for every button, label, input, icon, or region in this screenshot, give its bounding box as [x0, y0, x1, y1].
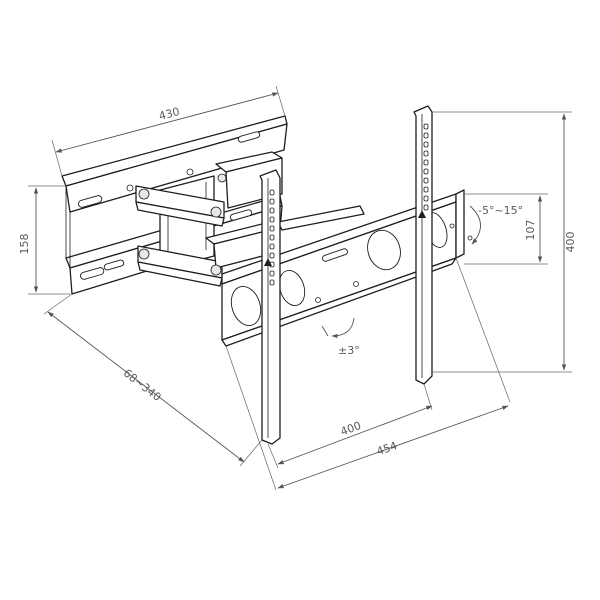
- pivot-bolt: [210, 206, 222, 218]
- wall-plate-hole: [126, 184, 134, 192]
- rail-hole: [423, 204, 429, 211]
- dimension-454: 454: [225, 257, 511, 491]
- beam-hole: [315, 297, 321, 303]
- pivot-bolt: [217, 173, 227, 183]
- rail-hole: [269, 189, 275, 196]
- dimension-400-vertical: 400: [432, 111, 577, 373]
- wall-plate-slot: [103, 259, 125, 271]
- pivot-bolt: [138, 248, 150, 260]
- beam-hole: [467, 235, 473, 241]
- tilt-angle-label: -5°~15°: [478, 204, 523, 217]
- rail-hole: [423, 195, 429, 202]
- beam-hole: [449, 223, 455, 229]
- tilt-end-plate: [455, 189, 465, 259]
- wall-plate-hole: [186, 168, 194, 176]
- dimension-label-158: 158: [18, 234, 31, 255]
- lower-arm-side: [137, 261, 223, 287]
- dimension-label-107: 107: [524, 220, 537, 241]
- rail-hole: [269, 243, 275, 250]
- rail-hole: [269, 234, 275, 241]
- left-rail-holes: [269, 189, 275, 286]
- upper-arm-side: [135, 201, 225, 227]
- wall-plate-slot: [229, 209, 253, 221]
- rail-hole: [269, 252, 275, 259]
- swivel-angle-label: ±3°: [338, 344, 360, 357]
- rail-hole: [423, 168, 429, 175]
- rail-hole: [423, 186, 429, 193]
- rail-hole: [423, 141, 429, 148]
- wall-plate-slot: [78, 195, 103, 208]
- level-marker: [264, 258, 272, 266]
- rail-hole: [269, 270, 275, 277]
- rail-hole: [269, 279, 275, 286]
- rail-hole: [423, 150, 429, 157]
- rail-hole: [269, 198, 275, 205]
- dimension-label-430: 430: [157, 105, 181, 123]
- pivot-bolt: [210, 264, 222, 276]
- pivot-bolt: [138, 188, 150, 200]
- rail-hole: [269, 225, 275, 232]
- left-vertical-rail: [259, 169, 281, 445]
- rail-hole: [423, 123, 429, 130]
- tilt-angle-annotation: -5°~15°: [469, 204, 523, 245]
- tv-vertical-rails: [259, 105, 433, 445]
- dimension-400-horizontal: 400: [267, 383, 433, 469]
- dimension-label-454: 454: [375, 439, 399, 458]
- dimension-158: 158: [18, 185, 70, 295]
- rail-hole: [269, 216, 275, 223]
- dimension-label-68-340: 68~340: [121, 367, 164, 404]
- rail-hole: [269, 207, 275, 214]
- rail-hole: [423, 159, 429, 166]
- wall-plate-slot: [80, 267, 105, 280]
- beam-slot: [322, 248, 348, 262]
- right-rail-holes: [423, 123, 429, 211]
- dimension-430: 430: [51, 85, 286, 177]
- dimension-label-400-vertical: 400: [564, 232, 577, 253]
- level-marker: [418, 210, 426, 218]
- swivel-angle-annotation: ±3°: [321, 317, 360, 357]
- dimension-label-400-horizontal: 400: [339, 419, 363, 438]
- rail-hole: [423, 132, 429, 139]
- beam-oval-cutout: [367, 229, 401, 271]
- dimension-107: 107: [464, 193, 548, 265]
- right-vertical-rail: [413, 105, 433, 385]
- beam-hole: [353, 281, 359, 287]
- arm-cross-link: [277, 205, 365, 231]
- rail-hole: [423, 177, 429, 184]
